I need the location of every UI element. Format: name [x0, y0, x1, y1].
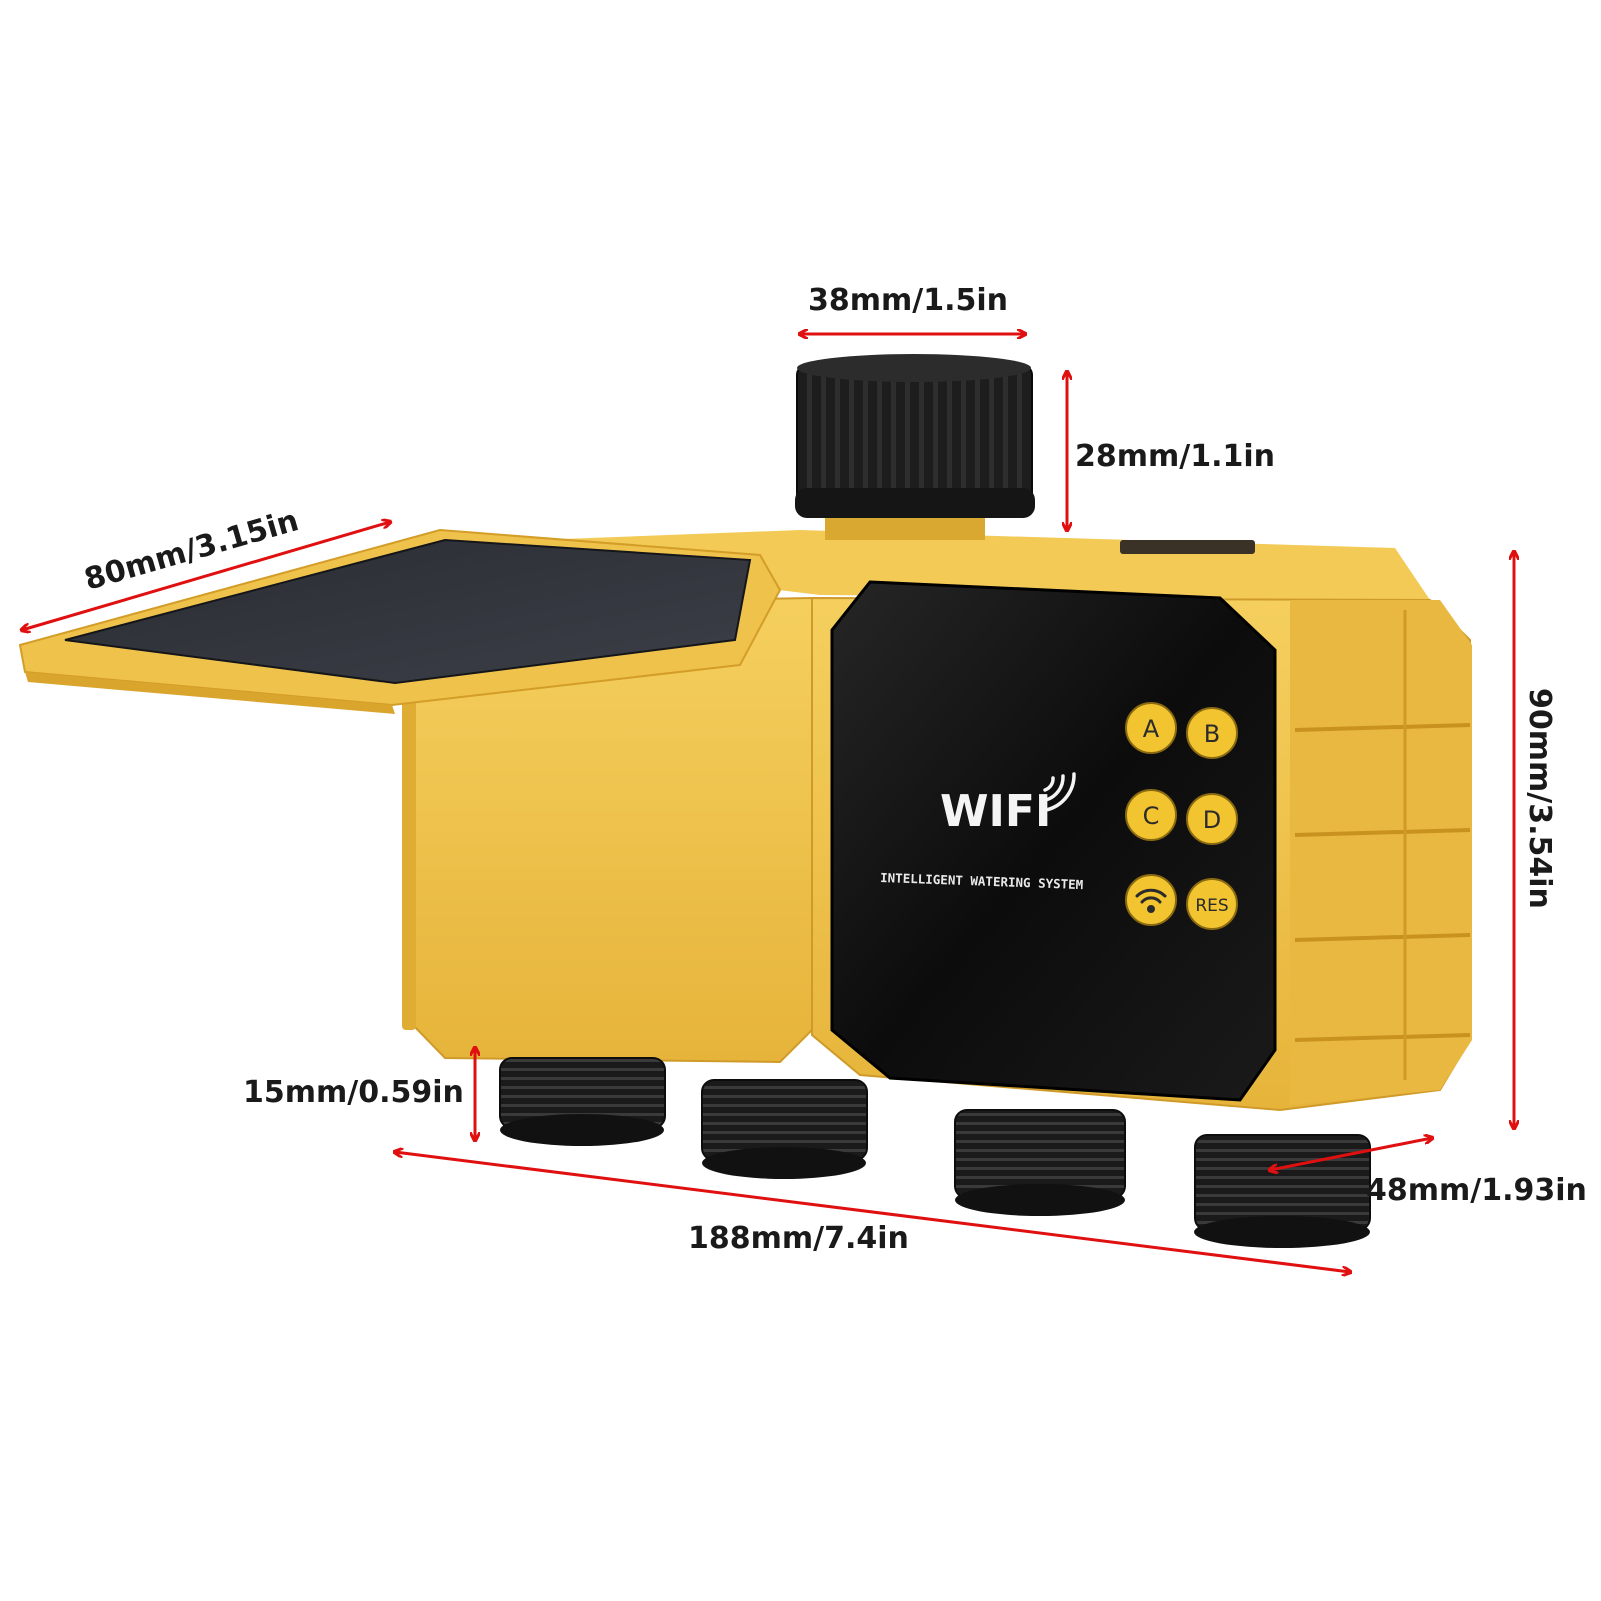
button-b[interactable]: B	[1186, 707, 1238, 759]
body-width-label: 188mm/7.4in	[688, 1221, 909, 1256]
outlet-connector-4	[1194, 1134, 1371, 1248]
brand-label: WIFI	[940, 786, 1051, 837]
wifi-icon	[1135, 888, 1167, 913]
body-height-label: 90mm/3.54in	[1522, 688, 1557, 909]
tagline-label: INTELLIGENT WATERING SYSTEM	[880, 870, 1084, 892]
dimension-arrows	[22, 334, 1514, 1272]
button-c-label: C	[1143, 802, 1160, 830]
reset-button[interactable]: RES	[1186, 878, 1238, 930]
side-ribs	[1290, 600, 1472, 1105]
wifi-signal-icon	[1043, 772, 1076, 812]
inlet-diameter-label: 38mm/1.5in	[808, 283, 1008, 318]
body-depth-label: 48mm/1.93in	[1366, 1173, 1587, 1208]
outlet-connector-3	[954, 1109, 1126, 1216]
button-d-label: D	[1203, 806, 1221, 834]
arrow-body-depth	[1270, 1138, 1432, 1170]
control-panel: WIFI INTELLIGENT WATERING SYSTEM A B C D	[830, 580, 1277, 1102]
outlet-length-label: 15mm/0.59in	[243, 1075, 464, 1110]
arrow-panel-width	[22, 522, 390, 630]
arrow-body-width	[395, 1152, 1350, 1272]
inlet-height-label: 28mm/1.1in	[1075, 439, 1275, 474]
outlet-connector-2	[701, 1079, 868, 1179]
button-a-label: A	[1143, 715, 1160, 743]
button-a[interactable]: A	[1125, 702, 1177, 754]
solar-panel	[18, 528, 782, 714]
wifi-button[interactable]	[1125, 874, 1177, 926]
inlet-knob	[795, 354, 1035, 540]
button-b-label: B	[1204, 720, 1220, 748]
button-d[interactable]: D	[1186, 793, 1238, 845]
button-c[interactable]: C	[1125, 789, 1177, 841]
top-vent	[1120, 540, 1255, 554]
reset-button-label: RES	[1195, 896, 1228, 916]
outlet-connector-1	[499, 1057, 666, 1146]
